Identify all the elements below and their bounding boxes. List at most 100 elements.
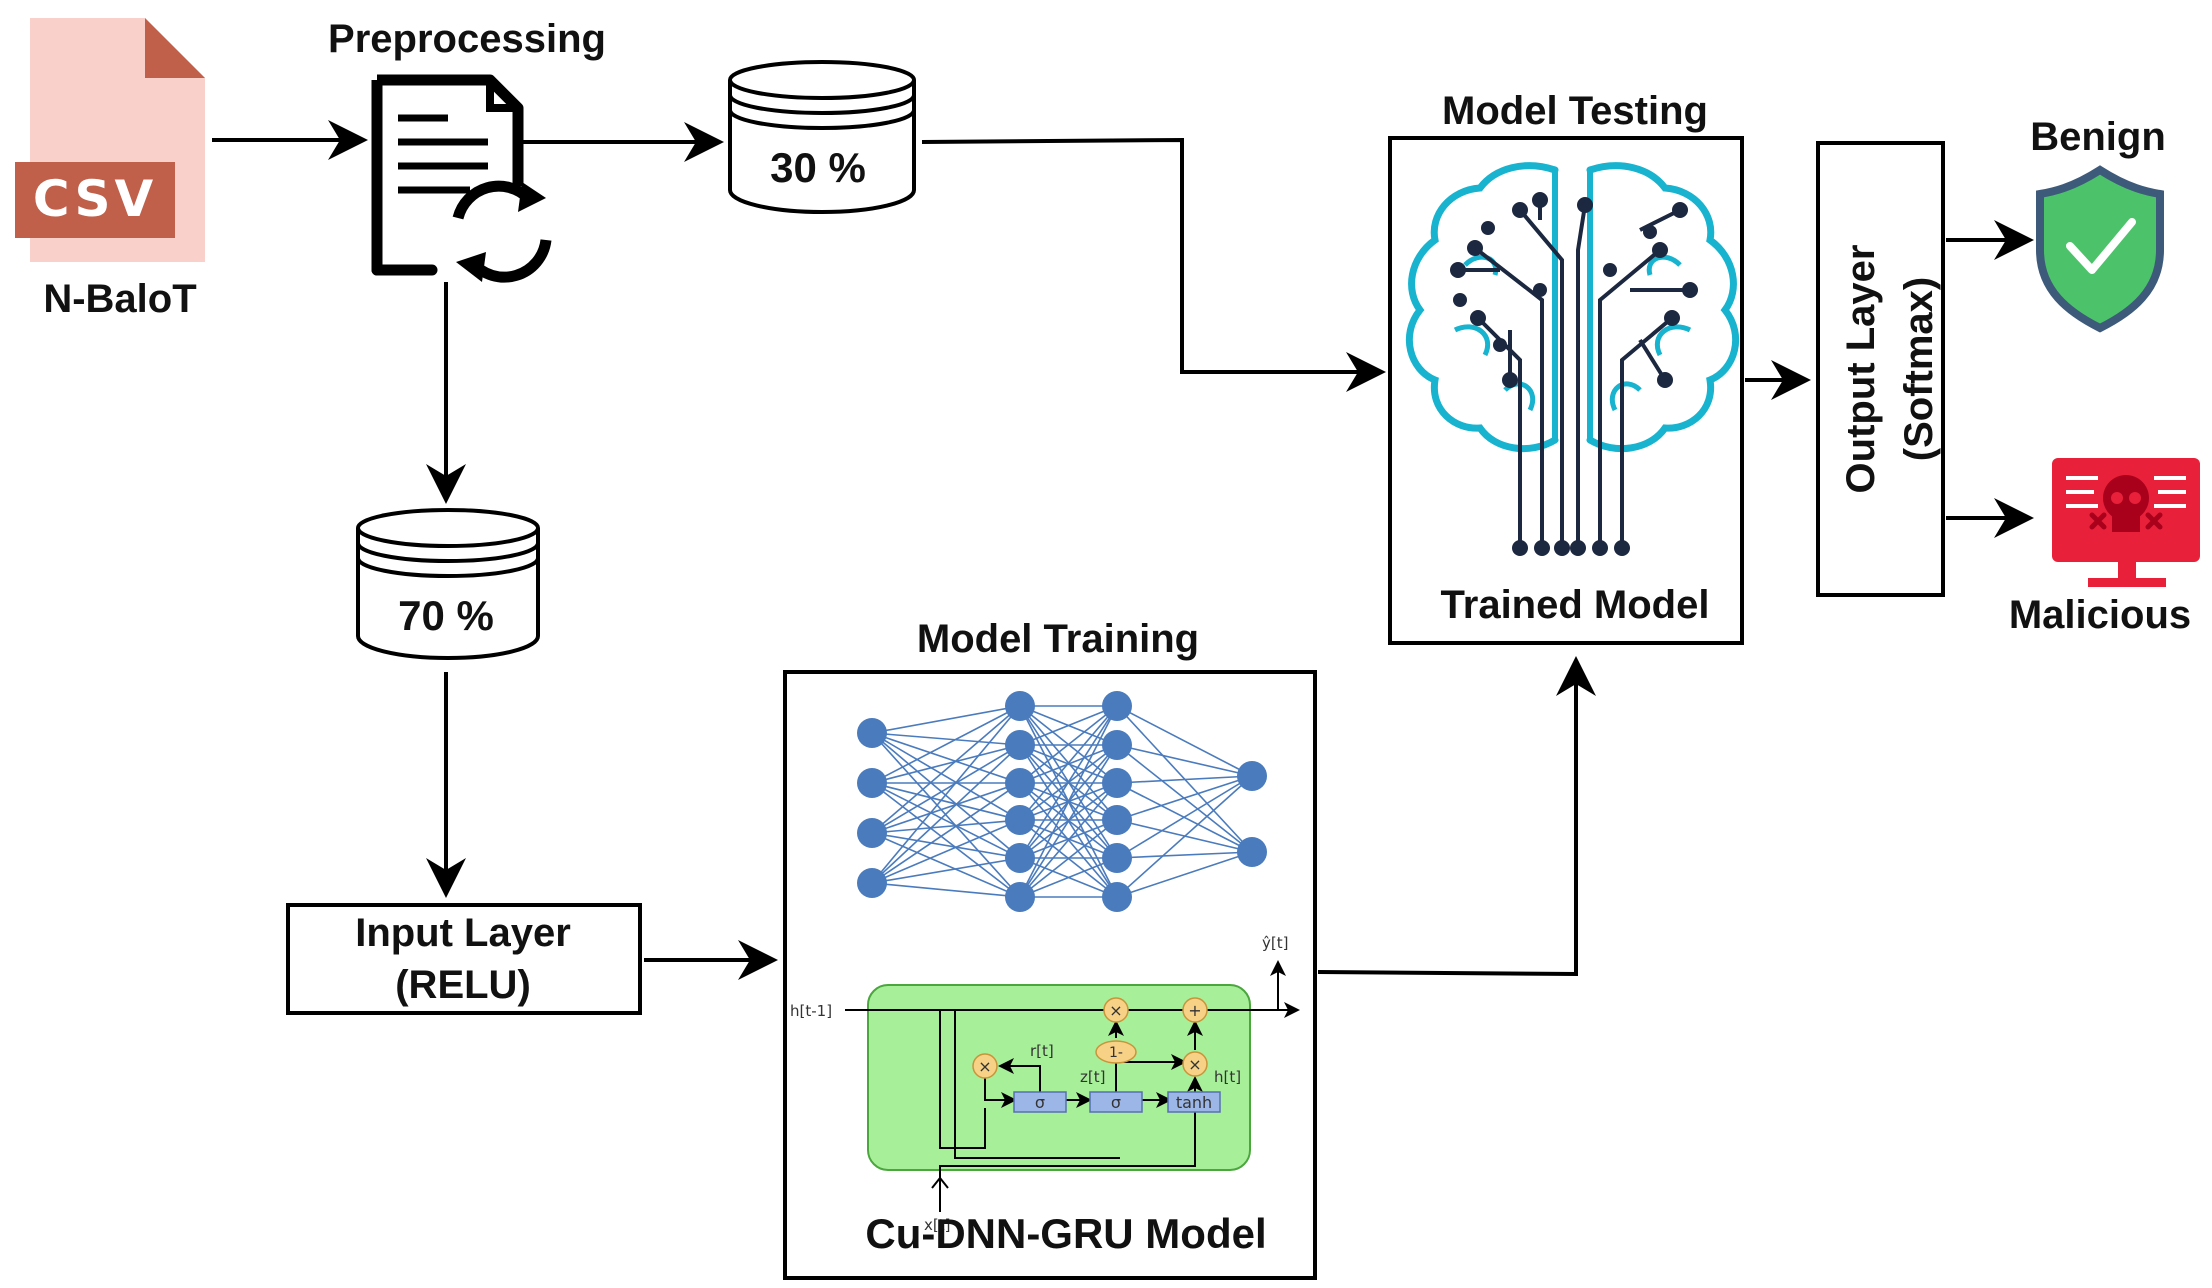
model-name-label: Cu-DNN-GRU Model: [865, 1210, 1266, 1257]
nn-edge: [871, 705, 1021, 884]
nn-edge: [871, 732, 1021, 746]
gru-one-minus: 1-: [1109, 1045, 1123, 1061]
trained-model-label: Trained Model: [1441, 583, 1710, 627]
model-training-title: Model Training: [917, 617, 1199, 661]
output-layer-activation: (Softmax): [1897, 277, 1941, 461]
nn-node-layer-3: [1102, 882, 1132, 912]
gru-r-label: r[t]: [1030, 1042, 1054, 1060]
nn-node-layer-4: [1237, 837, 1267, 867]
train-split-cylinder: [356, 508, 540, 660]
output-layer-label: Output Layer: [1839, 245, 1883, 494]
gru-state-mult: ×: [1109, 1001, 1122, 1020]
gru-z-label: z[t]: [1080, 1068, 1105, 1086]
nn-edge: [871, 744, 1021, 834]
nn-edge: [871, 705, 1021, 734]
test-split-cylinder: [728, 60, 916, 214]
model-testing-box: [1388, 136, 1744, 645]
nn-edge: [871, 782, 1021, 884]
nn-edge: [1019, 744, 1118, 898]
preprocessing-title: Preprocessing: [328, 17, 606, 61]
benign-label: Benign: [2030, 115, 2166, 159]
nn-edge: [1019, 705, 1118, 859]
nn-edge: [1019, 782, 1118, 898]
nn-node-layer-2: [1005, 843, 1035, 873]
nn-edge: [1116, 775, 1253, 821]
flow-arrows: [212, 120, 2034, 980]
nn-edge: [1116, 744, 1253, 777]
nn-edge: [1019, 705, 1118, 784]
model-training-box: [783, 670, 1317, 1280]
input-layer-activation: (RELU): [395, 963, 531, 1007]
nn-node-layer-2: [1005, 768, 1035, 798]
nn-node-layer-3: [1102, 691, 1132, 721]
nn-node-layer-3: [1102, 730, 1132, 760]
nn-edge: [871, 882, 1021, 898]
gru-reset-mult: ×: [978, 1057, 991, 1076]
nn-node-layer-1: [857, 868, 887, 898]
monitor-skull-icon: [2052, 458, 2200, 587]
gru-reset-sigma: σ: [1035, 1093, 1045, 1112]
test-split-label: 30 %: [770, 144, 866, 191]
gru-h-label: h[t]: [1214, 1068, 1241, 1086]
nn-node-layer-2: [1005, 730, 1035, 760]
nn-edge: [1019, 819, 1118, 898]
nn-edge: [871, 782, 1021, 859]
nn-node-layer-1: [857, 818, 887, 848]
dataset-label: N-BaloT: [43, 277, 196, 321]
nn-edge: [871, 782, 1021, 821]
gru-tanh: tanh: [1176, 1093, 1212, 1112]
input-layer-label: Input Layer: [355, 911, 571, 955]
shield-check-icon: [2036, 165, 2164, 333]
nn-edge: [871, 705, 1021, 784]
nn-edge: [871, 832, 1021, 898]
nn-edge: [871, 732, 1021, 821]
arrow-training-to-trained-model: [1317, 656, 1596, 977]
nn-edge: [871, 857, 1021, 884]
nn-node-layer-1: [857, 768, 887, 798]
nn-edge: [871, 832, 1021, 859]
nn-edge: [1116, 775, 1253, 784]
train-split-label: 70 %: [398, 592, 494, 639]
nn-edge: [871, 744, 1021, 884]
nn-edge: [1019, 857, 1118, 898]
csv-label: CSV: [33, 170, 157, 228]
csv-file-icon: CSV: [15, 18, 205, 262]
nn-edge: [871, 782, 1021, 898]
gru-update-sigma: σ: [1111, 1093, 1121, 1112]
brain-circuit-icon: [1405, 162, 1740, 556]
nn-edge: [1019, 705, 1118, 821]
output-layer-box: [1816, 141, 1945, 597]
nn-edge: [871, 744, 1021, 784]
nn-node-layer-3: [1102, 843, 1132, 873]
nn-node-layer-3: [1102, 805, 1132, 835]
gru-h-prev-label: h[t-1]: [790, 1002, 832, 1020]
nn-node-layer-2: [1005, 882, 1035, 912]
neural-network-icon: [857, 691, 1267, 912]
nn-edge: [1116, 851, 1253, 859]
nn-edge: [1116, 705, 1253, 777]
nn-edge: [871, 782, 1021, 834]
gru-cell-icon: σ σ tanh × × + × 1- h[t-1] ŷ[t] r[t] z[t…: [790, 934, 1300, 1234]
nn-edge: [871, 819, 1021, 834]
nn-edge: [1116, 851, 1253, 898]
gru-state-plus: +: [1188, 1001, 1201, 1020]
arrow-test-to-model-testing: [921, 137, 1386, 392]
gru-x-label: x[t]: [924, 1216, 950, 1234]
nn-edge: [871, 705, 1021, 834]
nn-edge: [1116, 775, 1253, 898]
model-testing-title: Model Testing: [1442, 89, 1708, 133]
nn-edge: [1019, 705, 1118, 898]
nn-node-layer-2: [1005, 805, 1035, 835]
document-refresh-icon: [371, 74, 552, 283]
malicious-label: Malicious: [2009, 593, 2191, 637]
nn-edge: [1019, 705, 1118, 746]
input-layer-box: [286, 903, 642, 1015]
nn-node-layer-1: [857, 718, 887, 748]
nn-edge: [871, 732, 1021, 784]
nn-node-layer-4: [1237, 761, 1267, 791]
nn-edge: [1116, 775, 1253, 859]
gru-y-hat-label: ŷ[t]: [1262, 934, 1288, 952]
nn-node-layer-3: [1102, 768, 1132, 798]
nn-edge: [871, 819, 1021, 884]
